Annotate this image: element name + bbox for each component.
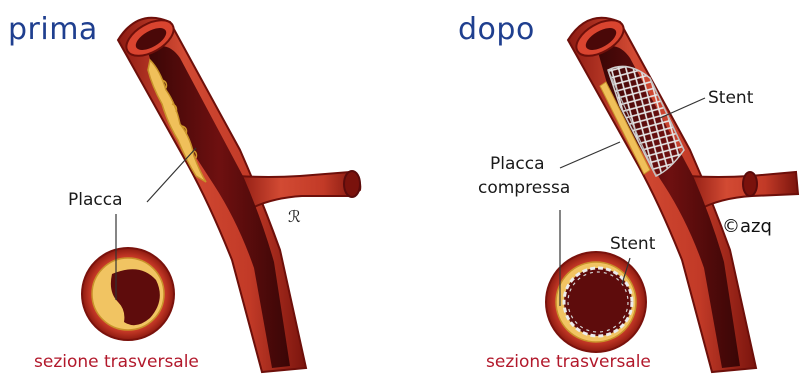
- artist-mark: ℛ: [288, 207, 301, 226]
- cross-section-before: [82, 248, 174, 340]
- callout-placca: Placca: [68, 188, 123, 212]
- artery-branch: [238, 172, 360, 210]
- callout-placca-compressa-line1: Placca: [490, 152, 545, 176]
- artery-after: [546, 13, 798, 372]
- callout-section-stent: Stent: [610, 232, 655, 256]
- panel-title-after: dopo: [458, 12, 535, 47]
- callout-stent: Stent: [708, 86, 753, 110]
- cross-section-after: [546, 252, 646, 352]
- panel-title-before: prima: [8, 12, 98, 47]
- placca-leader: [147, 148, 196, 202]
- artery-before: ℛ: [82, 13, 360, 372]
- section-caption-before: sezione trasversale: [34, 352, 199, 372]
- callout-placca-compressa-line2: compressa: [478, 176, 570, 200]
- copyright-credit: ©azq: [722, 216, 772, 237]
- branch-opening: [743, 172, 757, 196]
- branch-opening: [344, 171, 360, 197]
- section-caption-after: sezione trasversale: [486, 352, 651, 372]
- placca-compressa-leader: [560, 142, 620, 168]
